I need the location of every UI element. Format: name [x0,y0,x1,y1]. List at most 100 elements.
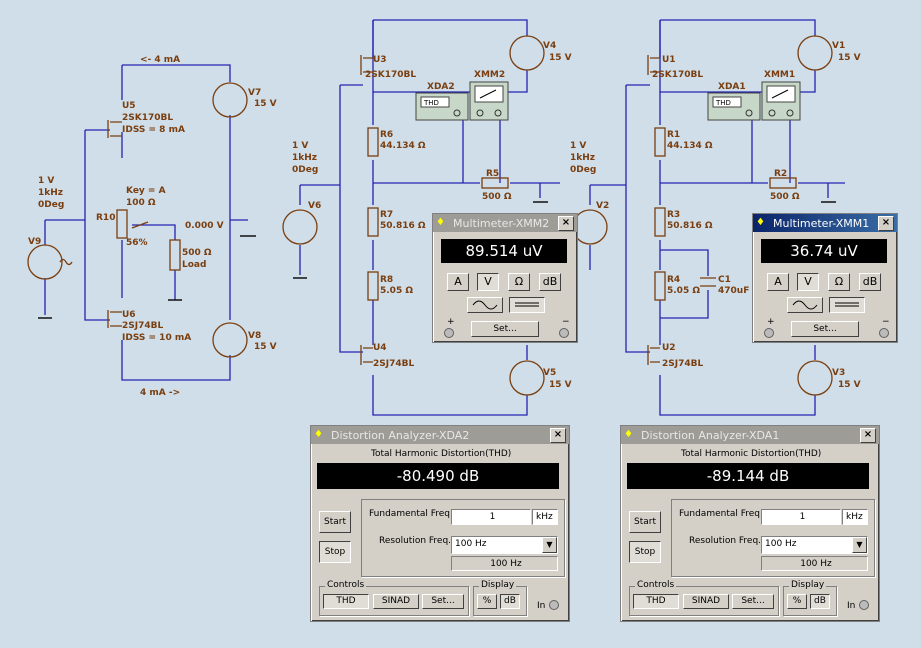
fundamental-freq-unit[interactable]: kHz [842,509,868,525]
source-v5-symbol[interactable] [509,360,545,396]
transistor-u4-symbol [360,345,373,365]
c1-name: C1 [718,275,731,285]
chevron-down-icon[interactable]: ▼ [852,537,867,553]
settings-button[interactable]: Set... [791,321,859,337]
source-v6-symbol[interactable] [282,209,318,245]
v3-value: 15 V [838,380,861,390]
fundamental-freq-input[interactable]: 1 [761,509,841,525]
v4-name: V4 [543,41,556,51]
xmm2-instrument-icon[interactable] [469,81,509,121]
multimeter-xmm1-window[interactable]: ♦ Multimeter-XMM1 × 36.74 uV A V Ω dB + … [752,213,898,343]
r4-value: 5.05 Ω [667,286,700,296]
source-v3-symbol[interactable] [797,360,833,396]
r2-name: R2 [774,169,787,179]
mode-ohm-button[interactable]: Ω [828,273,850,291]
start-button[interactable]: Start [319,511,351,533]
v2-line-2: 1kHz [570,153,595,163]
close-button[interactable]: × [550,427,566,443]
mode-db-button[interactable]: dB [859,273,881,291]
input-terminal[interactable] [859,600,869,610]
r8-value: 5.05 Ω [380,286,413,296]
r3-value: 50.816 Ω [667,221,713,231]
in-label: In [847,601,856,611]
thd-button[interactable]: THD [633,594,679,609]
resolution-freq-select[interactable]: 100 Hz ▼ [761,536,868,554]
fundamental-freq-input[interactable]: 1 [451,509,531,525]
negative-terminal[interactable] [879,328,889,338]
r10-percent: 56% [126,238,148,248]
dc-mode-button[interactable] [829,297,865,313]
set-button[interactable]: Set... [732,594,774,609]
v2-line-1: 1 V [570,141,586,151]
source-v8-symbol[interactable] [212,322,248,358]
close-button[interactable]: × [558,215,574,231]
source-v1-symbol[interactable] [797,35,833,71]
ac-mode-button[interactable] [787,297,823,313]
transistor-u5-symbol [107,120,122,138]
xmm1-instrument-icon[interactable] [761,81,801,121]
mode-v-button[interactable]: V [477,273,499,291]
positive-terminal[interactable] [764,328,774,338]
controls-group [319,586,469,616]
chevron-down-icon[interactable]: ▼ [542,537,557,553]
sinad-button[interactable]: SINAD [373,594,419,609]
negative-terminal[interactable] [559,328,569,338]
u5-part: 2SK170BL [122,113,173,123]
multimeter-xmm2-window[interactable]: ♦ Multimeter-XMM2 × 89.514 uV A V Ω dB +… [432,213,578,343]
close-button[interactable]: × [878,215,894,231]
db-button[interactable]: dB [810,594,830,609]
stop-button[interactable]: Stop [629,541,661,563]
db-button[interactable]: dB [500,594,520,609]
mode-v-button[interactable]: V [797,273,819,291]
source-v4-symbol[interactable] [509,35,545,71]
percent-button[interactable]: % [477,594,497,609]
v3-name: V3 [832,368,845,378]
set-button[interactable]: Set... [422,594,464,609]
positive-terminal[interactable] [444,328,454,338]
stop-button[interactable]: Stop [319,541,351,563]
source-v2-symbol[interactable] [572,209,608,245]
v9-line-2: 1kHz [38,188,63,198]
percent-button[interactable]: % [787,594,807,609]
probe-voltage: 0.000 V [185,221,224,231]
resolution-freq-label: Resolution Freq. [689,536,762,546]
resistor-r4-symbol [654,271,666,301]
current-bottom-label: 4 mA -> [140,388,180,398]
settings-button[interactable]: Set... [471,321,539,337]
source-v7-symbol[interactable] [212,82,248,118]
resolution-freq-readout: 100 Hz [761,556,868,571]
r2-value: 500 Ω [770,192,800,202]
resistor-r3-symbol [654,207,666,237]
distortion-analyzer-xda1-window[interactable]: ♦ Distortion Analyzer-XDA1 × Total Harmo… [620,425,880,622]
left-circuit [27,64,256,381]
source-v9-symbol[interactable] [27,244,63,280]
thd-button[interactable]: THD [323,594,369,609]
mode-a-button[interactable]: A [767,273,789,291]
dc-mode-button[interactable] [509,297,545,313]
resistor-r7-symbol [367,207,379,237]
fundamental-freq-unit[interactable]: kHz [532,509,558,525]
start-button[interactable]: Start [629,511,661,533]
distortion-xda1-titlebar[interactable]: ♦ Distortion Analyzer-XDA1 × [621,426,879,444]
load-label: Load [182,260,206,270]
close-button[interactable]: × [860,427,876,443]
mode-a-button[interactable]: A [447,273,469,291]
sine-wave-icon [472,300,498,310]
ac-mode-button[interactable] [467,297,503,313]
xda2-instrument-icon[interactable]: THD [415,92,469,121]
xmm1-label: XMM1 [764,70,795,80]
sinad-button[interactable]: SINAD [683,594,729,609]
multimeter-xmm1-titlebar[interactable]: ♦ Multimeter-XMM1 × [753,214,897,232]
distortion-xda2-titlebar[interactable]: ♦ Distortion Analyzer-XDA2 × [311,426,569,444]
input-terminal[interactable] [549,600,559,610]
xda1-instrument-icon[interactable]: THD [707,92,761,121]
u4-name: U4 [373,343,387,353]
mode-db-button[interactable]: dB [539,273,561,291]
mode-ohm-button[interactable]: Ω [508,273,530,291]
multimeter-xmm2-titlebar[interactable]: ♦ Multimeter-XMM2 × [433,214,577,232]
resolution-freq-select[interactable]: 100 Hz ▼ [451,536,558,554]
instrument-icon: ♦ [756,217,765,228]
distortion-analyzer-xda2-window[interactable]: ♦ Distortion Analyzer-XDA2 × Total Harmo… [310,425,570,622]
v6-line-3: 0Deg [292,165,318,175]
